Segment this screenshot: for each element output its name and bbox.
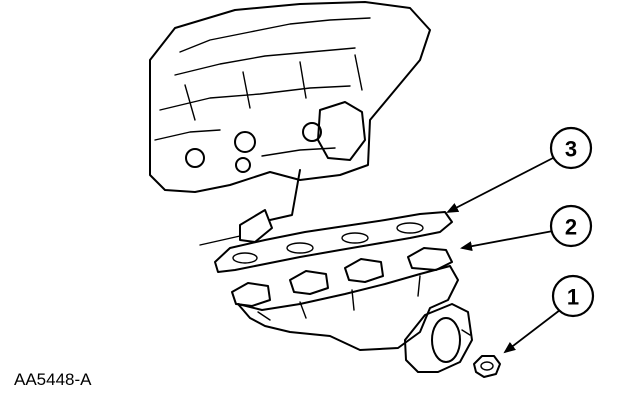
callout-3: 3 xyxy=(549,126,593,170)
callout-3-number: 3 xyxy=(565,137,577,162)
figure-code: AA5448-A xyxy=(14,370,92,389)
callout-3-leader xyxy=(446,157,554,213)
callout-2: 2 xyxy=(549,204,593,248)
nut xyxy=(473,355,501,378)
callout-2-leader xyxy=(460,230,554,252)
callout-1-leader xyxy=(503,309,561,354)
callout-1-number: 1 xyxy=(567,285,579,310)
exhaust-manifold xyxy=(231,247,473,373)
callout-1: 1 xyxy=(551,274,595,318)
exhaust-manifold-gasket xyxy=(214,211,453,273)
cylinder-head xyxy=(149,1,431,246)
callout-2-number: 2 xyxy=(565,215,577,240)
